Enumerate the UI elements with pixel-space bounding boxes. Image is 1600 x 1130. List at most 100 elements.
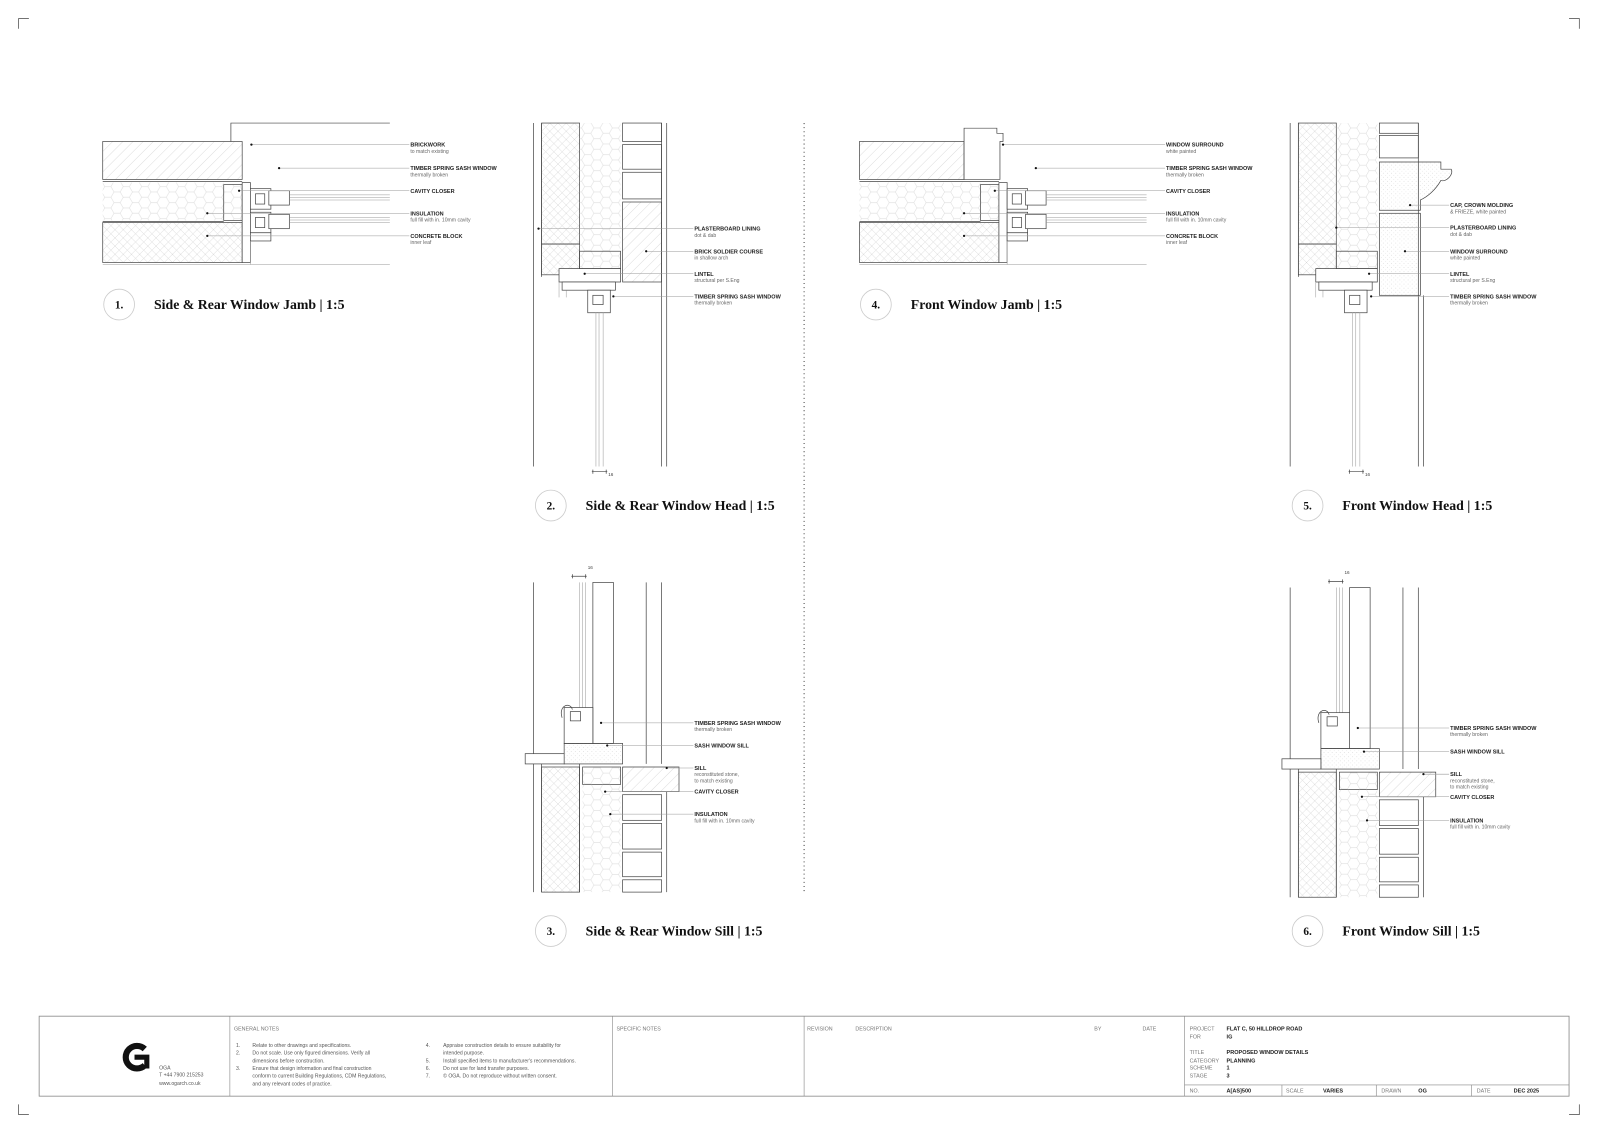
- leader-dot: [993, 189, 996, 192]
- general-note-item: 7.© OGA. Do not reproduce without writte…: [426, 1073, 557, 1080]
- detail-number-circle: [103, 288, 135, 321]
- general-note-item: 2. Do not scale. Use only figured dimensi…: [236, 1051, 370, 1065]
- leader-dot: [1365, 819, 1369, 822]
- detail-number: 2.: [547, 501, 556, 513]
- callout: CAVITY CLOSER: [1360, 795, 1494, 801]
- leader-dot: [537, 227, 540, 230]
- leader-dot: [206, 212, 209, 215]
- drawn-value: OG: [1418, 1089, 1427, 1095]
- callout-title: CAP, CROWN MOLDING: [1450, 203, 1513, 209]
- callout-subtitle: inner leaf: [410, 240, 432, 246]
- general-note-item: 1.Relate to other drawings and specifica…: [236, 1043, 351, 1049]
- dimension-label: 16: [588, 565, 594, 570]
- callout-title: SASH WINDOW SILL: [694, 744, 749, 750]
- callout: CAVITY CLOSER: [604, 790, 739, 796]
- callout-subtitle: thermally broken: [694, 301, 732, 307]
- leader-dot: [1370, 295, 1373, 298]
- detail-number-circle: [860, 288, 892, 321]
- detail-titles: 1. Side & Rear Window Jamb | 1:5 2. Side & …: [103, 288, 1492, 947]
- detail-5-title: 5.Front Window Head | 1:5: [1291, 489, 1492, 522]
- for-label: FOR: [1190, 1035, 1201, 1041]
- callout-title: TIMBER SPRING SASH WINDOW: [694, 721, 781, 727]
- leader-dot: [1034, 167, 1037, 170]
- detail-number-circle: [535, 915, 567, 947]
- note-text: Appraise construction details to ensure …: [443, 1043, 561, 1049]
- detail-4-title: 4.Front Window Jamb | 1:5: [860, 288, 1062, 321]
- project-label: PROJECT: [1190, 1027, 1216, 1033]
- callout: CAVITY CLOSER: [237, 189, 455, 195]
- callout-subtitle: structural per S.Eng: [1450, 278, 1495, 284]
- callout-title: CAVITY CLOSER: [410, 189, 454, 195]
- note-text: intended purpose.: [443, 1051, 484, 1057]
- scale-label: SCALE: [1286, 1089, 1304, 1095]
- leader-dot: [250, 143, 253, 146]
- leader-dot: [609, 813, 612, 816]
- callout-title: CAVITY CLOSER: [1450, 795, 1494, 801]
- detail-4-drawing: [859, 127, 1147, 265]
- callout-subtitle: full fill with in. 10mm cavity: [1450, 825, 1511, 831]
- callout-title: TIMBER SPRING SASH WINDOW: [1450, 726, 1537, 732]
- detail-6-drawing: [1281, 578, 1437, 898]
- detail-5-drawing: [1289, 122, 1453, 475]
- leader-dot: [583, 272, 586, 275]
- category-value: PLANNING: [1227, 1058, 1256, 1064]
- callout: SASH WINDOW SILL: [606, 744, 750, 750]
- callout-title: LINTEL: [1450, 272, 1470, 278]
- office-website[interactable]: www.ogarch.co.uk: [159, 1081, 201, 1087]
- callout-title: LINTEL: [694, 272, 714, 278]
- note-text: conform to current Building Regulations,…: [252, 1074, 386, 1080]
- detail-3-drawing: [524, 573, 680, 893]
- callout-subtitle: to match existing: [410, 149, 448, 155]
- callout-title: INSULATION: [410, 211, 443, 217]
- detail-number-circle: [535, 489, 567, 522]
- drawn-label: DRAWN: [1381, 1089, 1401, 1095]
- note-text: © OGA. Do not reproduce without written …: [443, 1073, 557, 1080]
- stage-value: 3: [1227, 1074, 1230, 1080]
- callout-subtitle: dot & dab: [1450, 232, 1472, 238]
- detail-title: Front Window Jamb | 1:5: [911, 297, 1062, 312]
- leader-dot: [1367, 272, 1371, 275]
- note-text: Relate to other drawings and specificati…: [252, 1043, 351, 1049]
- leader-dot: [237, 189, 241, 192]
- callout-title: SASH WINDOW SILL: [1450, 750, 1505, 756]
- detail-number: 1.: [115, 300, 124, 312]
- callout-subtitle: thermally broken: [694, 727, 732, 733]
- by-column-header: BY: [1094, 1027, 1102, 1033]
- detail-number-circle: [1291, 915, 1324, 947]
- specific-notes-heading: SPECIFIC NOTES: [616, 1027, 661, 1033]
- callout-title: SILL: [694, 766, 707, 772]
- leader-dot: [1422, 773, 1425, 776]
- general-note-item: 6.Do not use for land transfer purposes.: [426, 1066, 529, 1072]
- callout-title: CAVITY CLOSER: [1166, 189, 1210, 195]
- leader-dot: [606, 744, 609, 747]
- callout-title: CONCRETE BLOCK: [410, 234, 462, 240]
- leader-dot: [1335, 226, 1338, 229]
- detail-title: Side & Rear Window Jamb | 1:5: [154, 297, 345, 312]
- detail-title: Side & Rear Window Head | 1:5: [586, 498, 775, 513]
- callout-subtitle: full fill with in. 10mm cavity: [694, 818, 755, 824]
- date-label: DATE: [1477, 1089, 1491, 1095]
- dimension-label: 16: [1344, 570, 1350, 575]
- callout-subtitle: to match existing: [1450, 785, 1488, 791]
- note-text: Do not scale. Use only figured dimension…: [252, 1051, 370, 1057]
- dimension-label: 16: [608, 472, 614, 477]
- drawing-no-value: A[AS]500: [1227, 1089, 1252, 1095]
- leader-dot: [599, 721, 603, 725]
- note-number: 2.: [236, 1051, 240, 1057]
- callout-title: CAVITY CLOSER: [694, 790, 738, 796]
- callout-title: WINDOW SURROUND: [1450, 249, 1508, 255]
- note-text: Ensure that design information and final…: [252, 1066, 371, 1072]
- for-value: IG: [1227, 1035, 1233, 1041]
- callout-title: TIMBER SPRING SASH WINDOW: [694, 294, 781, 300]
- callout-subtitle: thermally broken: [1450, 732, 1488, 738]
